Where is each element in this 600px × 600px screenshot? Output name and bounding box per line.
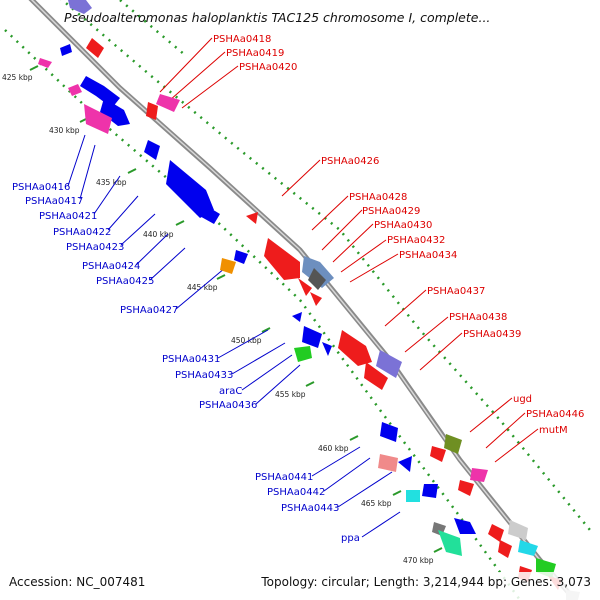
tick-label: 425 kbp: [2, 73, 33, 82]
tick-label: 435 kbp: [96, 178, 127, 187]
gene-arrow: [84, 104, 112, 134]
gene-arrow: [430, 446, 446, 462]
gene-label[interactable]: PSHAa0439: [463, 329, 521, 340]
gene-label[interactable]: PSHAa0428: [349, 192, 407, 203]
gene-label[interactable]: PSHAa0442: [267, 487, 325, 498]
accession-text: Accession: NC_007481: [9, 575, 145, 589]
gene-arrow: [308, 268, 326, 290]
gene-label[interactable]: PSHAa0426: [321, 156, 379, 167]
gene-arrow: [298, 278, 312, 296]
gene-arrow: [220, 258, 236, 274]
gene-label[interactable]: PSHAa0430: [374, 220, 432, 231]
gene-arrow: [294, 346, 312, 362]
gene-label[interactable]: PSHAa0431: [162, 354, 220, 365]
gene-arrow: [376, 350, 402, 378]
map-title: Pseudoalteromonas haloplanktis TAC125 ch…: [64, 10, 490, 25]
gene-label[interactable]: PSHAa0425: [96, 276, 154, 287]
gene-arrow: [264, 238, 300, 280]
gene-label[interactable]: PSHAa0418: [213, 34, 271, 45]
gene-label[interactable]: PSHAa0420: [239, 62, 297, 73]
gene-label[interactable]: PSHAa0419: [226, 48, 284, 59]
gene-label[interactable]: PSHAa0438: [449, 312, 507, 323]
gene-arrow: [86, 38, 104, 58]
gene-label[interactable]: PSHAa0424: [82, 261, 140, 272]
tick-labels: 425 kbp 430 kbp 435 kbp 440 kbp 445 kbp …: [2, 73, 434, 565]
gene-arrow: [338, 330, 372, 366]
gene-arrow: [302, 326, 322, 348]
gene-arrow: [438, 530, 462, 556]
genome-summary-text: Topology: circular; Length: 3,214,944 bp…: [260, 575, 591, 589]
gene-label[interactable]: mutM: [539, 425, 568, 436]
gene-label[interactable]: PSHAa0437: [427, 286, 485, 297]
tick-label: 455 kbp: [275, 390, 306, 399]
gene-arrow: [470, 468, 488, 482]
gene-arrow: [38, 58, 52, 68]
tick-label: 450 kbp: [231, 336, 262, 345]
gene-arrow: [80, 76, 120, 108]
gene-label[interactable]: PSHAa0417: [25, 196, 83, 207]
gene-arrow: [488, 524, 504, 542]
gene-arrow: [68, 84, 82, 96]
gene-label[interactable]: PSHAa0427: [120, 305, 178, 316]
gene-arrow: [380, 422, 398, 442]
gene-label[interactable]: ugd: [513, 394, 532, 405]
gene-arrow: [100, 98, 130, 126]
reverse-gene-labels: PSHAa0416 PSHAa0417 PSHAa0421 PSHAa0422 …: [12, 182, 360, 544]
gene-arrow: [406, 490, 420, 502]
gene-arrow: [498, 540, 512, 558]
gene-arrow: [234, 250, 248, 264]
gene-arrow: [144, 140, 160, 160]
gene-arrow: [422, 484, 438, 498]
gene-arrow: [398, 456, 412, 472]
tick-label: 440 kbp: [143, 230, 174, 239]
tick-label: 470 kbp: [403, 556, 434, 565]
gene-arrow: [60, 44, 72, 56]
gene-label[interactable]: PSHAa0423: [66, 242, 124, 253]
gene-label[interactable]: PSHAa0436: [199, 400, 257, 411]
gene-label[interactable]: PSHAa0441: [255, 472, 313, 483]
gene-arrow: [378, 454, 398, 472]
footer-background: [0, 572, 600, 600]
gene-arrow: [292, 312, 302, 322]
gene-label[interactable]: PSHAa0432: [387, 235, 445, 246]
gene-label[interactable]: PSHAa0434: [399, 250, 457, 261]
gene-label[interactable]: PSHAa0421: [39, 211, 97, 222]
gene-label[interactable]: araC: [219, 386, 242, 397]
gene-arrow: [518, 540, 538, 556]
gene-label[interactable]: PSHAa0429: [362, 206, 420, 217]
gene-arrow: [458, 480, 474, 496]
gene-label[interactable]: PSHAa0443: [281, 503, 339, 514]
tick-marks: [29, 65, 443, 553]
gene-arrow: [322, 342, 332, 356]
gene-arrow: [156, 94, 180, 112]
tick-label: 465 kbp: [361, 499, 392, 508]
gene-label[interactable]: PSHAa0422: [53, 227, 111, 238]
gene-label[interactable]: ppa: [341, 533, 360, 544]
gene-arrow: [310, 292, 322, 306]
gene-arrow: [454, 518, 476, 534]
gene-arrow: [196, 202, 220, 224]
gene-arrow: [68, 0, 92, 14]
gene-label[interactable]: PSHAa0446: [526, 409, 584, 420]
gene-arrow: [508, 520, 528, 540]
gene-label[interactable]: PSHAa0416: [12, 182, 70, 193]
gene-arrow: [364, 362, 388, 390]
forward-gene-labels: PSHAa0418 PSHAa0419 PSHAa0420 PSHAa0426 …: [213, 34, 584, 436]
gene-label[interactable]: PSHAa0433: [175, 370, 233, 381]
tick-label: 430 kbp: [49, 126, 80, 135]
gene-arrow: [146, 102, 158, 120]
leader-lines: [67, 37, 539, 538]
gene-arrow: [444, 434, 462, 454]
gene-arrow: [246, 212, 258, 224]
tick-label: 460 kbp: [318, 444, 349, 453]
